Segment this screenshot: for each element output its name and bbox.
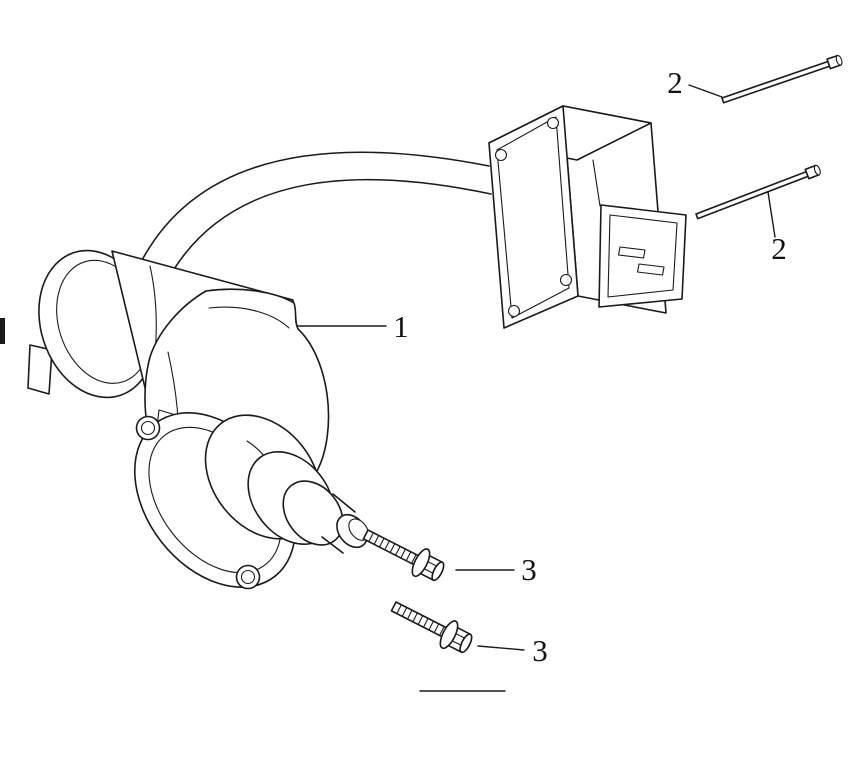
tip-cylinder-sides: [321, 493, 356, 554]
starter-motor-drawing: [27, 249, 369, 590]
panel-screw: [559, 273, 573, 287]
box-front-panel-inner: [496, 116, 570, 319]
bracket-rib: [208, 306, 290, 329]
connector-pin: [617, 246, 646, 259]
connector-base-line: [592, 159, 601, 207]
long-bolt-top: [721, 54, 843, 104]
long-bolt-right: [695, 164, 821, 220]
motor-rear-tab: [27, 344, 53, 395]
callout-2-top: 2: [667, 65, 723, 100]
callout-1: 1: [296, 309, 409, 344]
connector-box-drawing: [488, 105, 687, 329]
flange-ear: [135, 415, 161, 441]
connector-plug-inner: [607, 214, 678, 298]
callout-1-label: 1: [393, 309, 409, 344]
callout-2-right: 2: [767, 191, 787, 266]
connector-pin: [636, 263, 665, 276]
panel-screw: [494, 148, 508, 162]
callout-3-upper-label: 3: [521, 552, 537, 587]
callout-3-lower: 3: [477, 633, 548, 668]
flange-ear: [235, 564, 261, 590]
callout-3-lower-leader: [477, 645, 525, 651]
callout-2-right-label: 2: [771, 231, 787, 266]
callout-2-right-leader: [767, 191, 776, 238]
nose-ring-3: [282, 480, 344, 546]
box-front-panel: [488, 105, 579, 329]
cable-drawing: [140, 151, 492, 284]
callout-3-upper: 3: [455, 552, 537, 587]
callout-2-top-label: 2: [667, 65, 683, 100]
panel-screw: [507, 304, 521, 318]
panel-screw: [546, 116, 560, 130]
callout-3-lower-label: 3: [532, 633, 548, 668]
callout-2-top-leader: [688, 84, 723, 98]
scan-artifact-left-edge: [0, 318, 5, 344]
flange-bolt-lower: [390, 601, 473, 654]
tip-cap: [336, 513, 369, 549]
flange-bolt-upper: [362, 529, 445, 582]
